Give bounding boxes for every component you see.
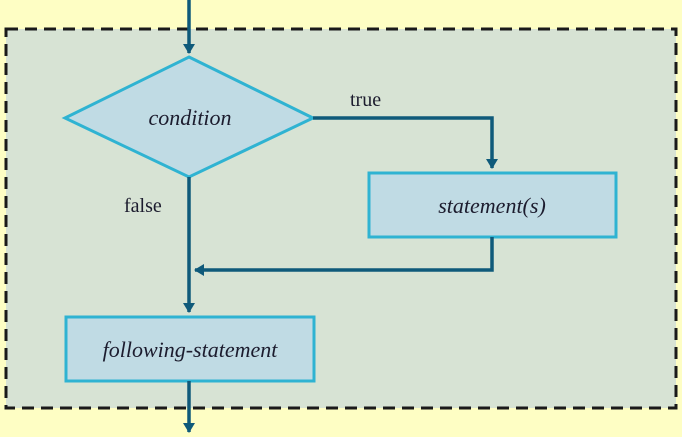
false-label: false xyxy=(124,195,162,217)
statements-box xyxy=(367,171,618,239)
condition-label: condition xyxy=(148,105,231,130)
statements-label: statement(s) xyxy=(438,193,546,218)
following-statement-label: following-statement xyxy=(103,337,279,362)
true-branch-arrow xyxy=(313,116,498,169)
statements-return-arrow xyxy=(194,237,494,276)
following-statement-box xyxy=(64,315,316,383)
true-label: true xyxy=(350,89,381,111)
